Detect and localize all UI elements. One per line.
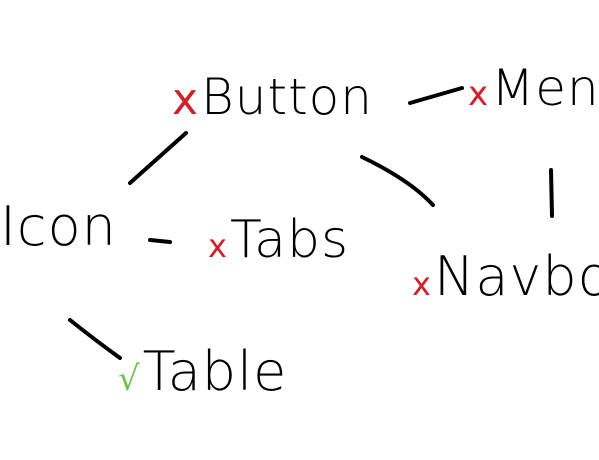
link-icon-table bbox=[68, 318, 122, 360]
node-icon: Icon bbox=[0, 200, 117, 254]
node-label: Icon bbox=[0, 195, 117, 258]
node-button: xButton bbox=[172, 72, 373, 122]
link-button-icon bbox=[128, 131, 188, 185]
link-button-menu bbox=[408, 86, 464, 105]
node-table: √Table bbox=[118, 345, 287, 399]
node-menu: xMen bbox=[468, 63, 599, 113]
node-label: Tabs bbox=[229, 210, 350, 270]
link-icon-tabs bbox=[148, 238, 172, 244]
link-button-navbar bbox=[360, 155, 435, 207]
cross-mark-icon: x bbox=[208, 227, 228, 265]
link-menu-navbar bbox=[549, 168, 554, 218]
node-label: Men bbox=[491, 59, 599, 117]
node-label: Navbo bbox=[433, 245, 599, 308]
node-label: Button bbox=[201, 68, 373, 126]
node-navbar: xNavbo bbox=[412, 250, 599, 304]
node-tabs: xTabs bbox=[208, 214, 349, 266]
cross-mark-icon: x bbox=[468, 74, 490, 114]
cross-mark-icon: x bbox=[412, 265, 432, 303]
cross-mark-icon: x bbox=[172, 74, 200, 125]
node-label: Table bbox=[142, 340, 288, 403]
check-mark-icon: √ bbox=[118, 359, 141, 399]
